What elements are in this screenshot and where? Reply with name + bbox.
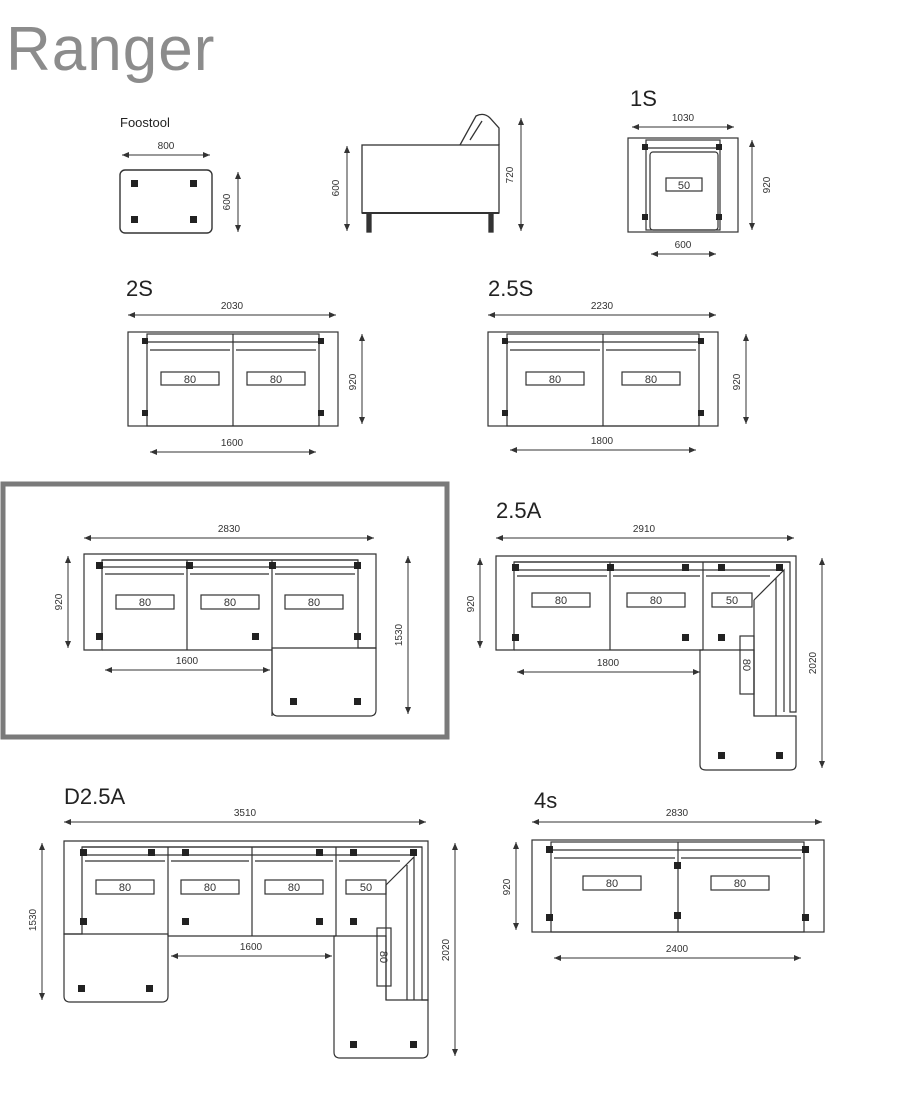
a25-cushion-3: 50	[726, 595, 738, 607]
model-1s-drawing	[627, 124, 755, 257]
footstool-drawing	[119, 152, 241, 234]
highlight-frame	[0, 481, 450, 740]
s4-seat: 2400	[666, 944, 689, 955]
s2-cushion-2: 80	[270, 374, 282, 386]
chaise-cushion-3: 80	[308, 597, 320, 609]
d25a-cushion-2: 80	[204, 882, 216, 894]
d25a-right-depth: 2020	[441, 938, 452, 961]
s25-width: 2230	[591, 301, 614, 312]
s4-cushion-1: 80	[606, 878, 618, 890]
d25a-cushion-4: 50	[360, 882, 372, 894]
s25-cushion-2: 80	[645, 374, 657, 386]
side-seat-height: 600	[331, 179, 342, 196]
chaise-depth: 920	[54, 593, 65, 610]
s2-cushion-1: 80	[184, 374, 196, 386]
chaise-cushion-1: 80	[139, 597, 151, 609]
model-2s-drawing	[127, 312, 365, 455]
footstool-width: 800	[158, 141, 175, 152]
s4-cushion-2: 80	[734, 878, 746, 890]
chaise-seat: 1600	[176, 656, 199, 667]
model-25s-label: 2.5S	[488, 276, 534, 301]
s1-seat: 600	[675, 240, 692, 251]
model-4s-label: 4s	[534, 788, 558, 813]
footstool-depth: 600	[222, 193, 233, 210]
model-d25a-drawing	[39, 819, 458, 1059]
page-title: Ranger	[6, 15, 216, 84]
s25-cushion-1: 80	[549, 374, 561, 386]
model-25a-label: 2.5A	[496, 498, 542, 523]
a25-cushion-1: 80	[555, 595, 567, 607]
s25-seat: 1800	[591, 436, 614, 447]
chaise-cushion-2: 80	[224, 597, 236, 609]
s1-cushion-1: 50	[678, 180, 690, 192]
d25a-cushion-1: 80	[119, 882, 131, 894]
a25-depth: 920	[466, 595, 477, 612]
model-25s-drawing	[487, 312, 749, 453]
a25-width: 2910	[633, 524, 656, 535]
model-1s-label: 1S	[630, 86, 657, 111]
s1-depth: 920	[762, 176, 773, 193]
chaise-total-depth: 1530	[394, 623, 405, 646]
model-chaise-drawing	[65, 535, 411, 717]
a25-seat: 1800	[597, 658, 620, 669]
s2-width: 2030	[221, 301, 244, 312]
s1-width: 1030	[672, 113, 695, 124]
model-d25a-label: D2.5A	[64, 784, 126, 809]
s4-width: 2830	[666, 808, 689, 819]
d25a-left-depth: 1530	[28, 908, 39, 931]
s2-depth: 920	[348, 373, 359, 390]
d25a-seat: 1600	[240, 942, 263, 953]
side-view-drawing	[344, 113, 524, 233]
side-total-height: 720	[505, 166, 516, 183]
s4-depth: 920	[502, 878, 513, 895]
d25a-cushion-5: 80	[377, 951, 389, 963]
a25-cushion-4: 80	[740, 659, 752, 671]
d25a-cushion-3: 80	[288, 882, 300, 894]
model-25a-drawing	[477, 535, 825, 771]
model-2s-label: 2S	[126, 276, 153, 301]
footstool-label: Foostool	[120, 115, 170, 130]
d25a-width: 3510	[234, 808, 257, 819]
s25-depth: 920	[732, 373, 743, 390]
model-4s-drawing	[513, 819, 825, 961]
a25-total-depth: 2020	[808, 651, 819, 674]
a25-cushion-2: 80	[650, 595, 662, 607]
chaise-width: 2830	[218, 524, 241, 535]
s2-seat: 1600	[221, 438, 244, 449]
